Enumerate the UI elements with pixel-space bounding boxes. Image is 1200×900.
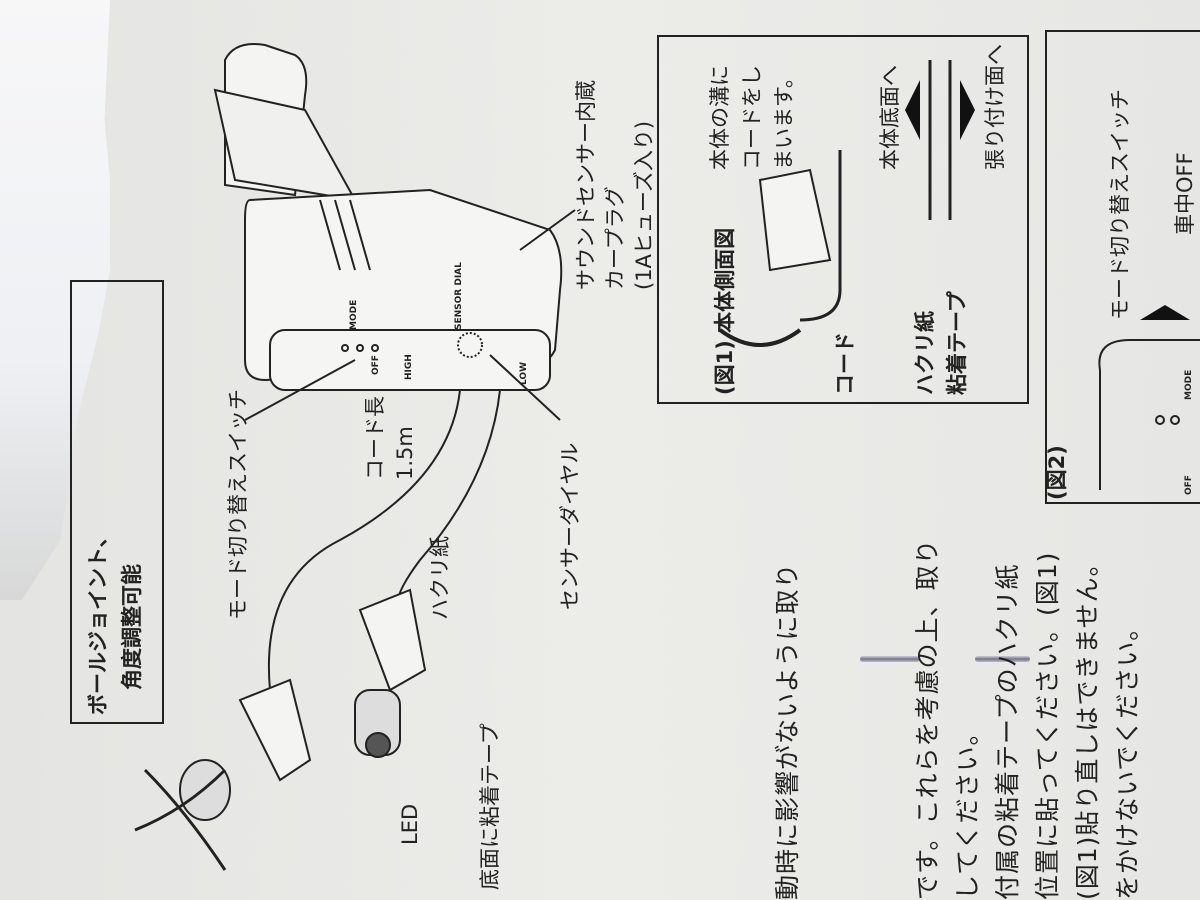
figure2-title: (図2) [1045, 445, 1069, 500]
figure1-note: まいます。 [772, 67, 796, 170]
mode-switch-label: モード切り替えスイッチ [226, 389, 250, 620]
low-marking: LOW [519, 362, 529, 385]
sensor-dial-label: センサーダイヤル [558, 442, 582, 610]
sensor-dial-marking: SENSOR DIAL [454, 262, 464, 330]
control-panel [269, 329, 551, 391]
figure2-box [1045, 30, 1200, 504]
figure1-to-mount-surface: 張り付け面へ [983, 44, 1007, 170]
adhesive-bottom-label: 底面に粘着テープ [478, 723, 502, 890]
figure2-off: OFF [1184, 475, 1194, 495]
staple [975, 656, 1030, 662]
plug-label: (1Aヒューズ入り) [632, 120, 656, 290]
figure1-note: 本体の溝に [708, 65, 732, 170]
ball-joint-label: ボールジョイント、 [86, 526, 110, 715]
ball-joint-callout [70, 280, 164, 724]
figure1-note: コードをし [740, 65, 764, 170]
high-marking: HIGH [404, 354, 414, 380]
plug-label: カープラグ [603, 186, 627, 290]
instruction-line: です。これらを考慮の上、取り [913, 538, 942, 900]
figure1-release-paper: ハクリ紙 [913, 311, 937, 395]
figure2-mode-switch: モード切り替えスイッチ [1108, 89, 1132, 320]
instruction-line: 動時に影響がないように取り [773, 562, 802, 900]
plug-label: サウンドセンサー内蔵 [574, 80, 598, 290]
sensor-dial [457, 332, 483, 358]
mode-marking: MODE [349, 299, 359, 330]
staple [860, 656, 920, 662]
cord-length-label: コード長 [363, 396, 387, 480]
instruction-line: してください。 [953, 719, 982, 900]
led-label: LED [398, 803, 422, 845]
off-marking: OFF [371, 355, 381, 375]
figure1-to-body-bottom: 本体底面へ [878, 65, 902, 170]
instruction-line: (図1)貼り直しはできません。 [1073, 550, 1102, 900]
angle-adjustable-label: 角度調整可能 [120, 564, 144, 690]
figure2-mode: MODE [1184, 369, 1194, 400]
figure1-box [657, 35, 1029, 404]
figure1-title: (図1) 本体側面図 [713, 227, 737, 395]
figure1-cord: コード [833, 332, 857, 395]
instruction-line: 付属の粘着テープのハクリ紙 [993, 563, 1022, 900]
cord-1 [267, 389, 461, 691]
cord-length-value: 1.5m [393, 426, 417, 480]
instruction-line: をかけないでください。 [1113, 614, 1142, 900]
release-paper-label: ハクリ紙 [428, 536, 452, 620]
figure1-adhesive-tape: 粘着テープ [945, 291, 969, 395]
figure2-in-car-off: 車中OFF [1173, 152, 1197, 235]
instruction-line: 位置に貼ってください。(図1) [1033, 551, 1062, 900]
